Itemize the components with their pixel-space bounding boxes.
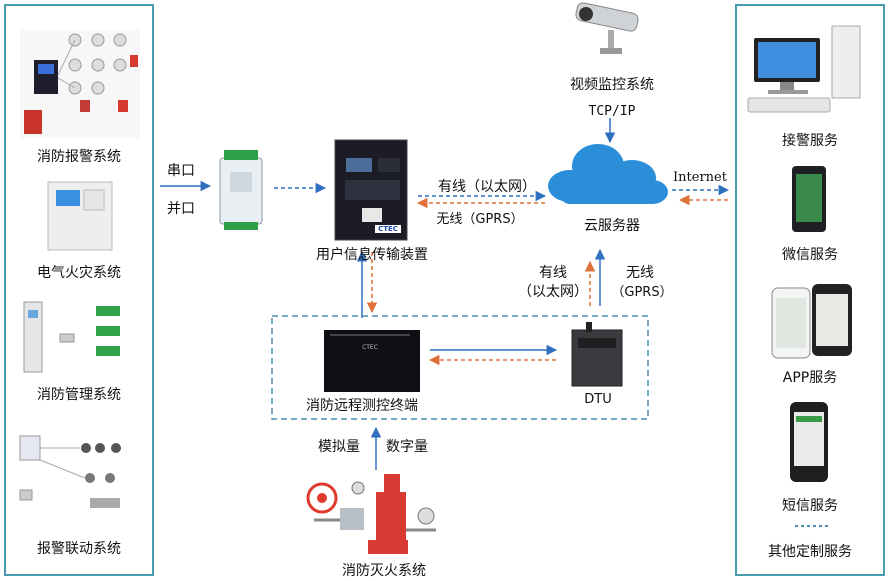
cloud-icon xyxy=(548,144,668,204)
label-fire-extinguish-system: 消防灭火系统 xyxy=(342,563,426,579)
remote-terminal-device xyxy=(324,330,420,392)
label-electrical-fire-system: 电气火灾系统 xyxy=(37,265,121,281)
label-linkage-alarm-system: 报警联动系统 xyxy=(37,541,121,557)
user-info-transmission-device xyxy=(334,139,408,241)
sms-phone-icon xyxy=(790,402,828,482)
label-serial-port: 串口 xyxy=(167,163,195,179)
fire-management-system-illustration xyxy=(23,301,120,373)
electrical-fire-system-illustration xyxy=(47,181,113,251)
label-analog: 模拟量 xyxy=(318,439,360,455)
label-wireless-2-line1: 无线 xyxy=(626,265,654,281)
label-alarm-service: 接警服务 xyxy=(782,133,838,149)
computer-icon xyxy=(747,25,861,113)
label-fire-alarm-system: 消防报警系统 xyxy=(37,149,121,165)
label-cloud-server: 云服务器 xyxy=(584,218,640,234)
label-fire-management-system: 消防管理系统 xyxy=(37,387,121,403)
label-remote-terminal: 消防远程测控终端 xyxy=(306,398,418,414)
label-app-service: APP服务 xyxy=(782,370,838,386)
label-wechat-service: 微信服务 xyxy=(782,247,838,263)
terminal-brand-label: CTEC xyxy=(362,344,378,351)
label-internet: Internet xyxy=(673,170,727,185)
label-tcpip: TCP/IP xyxy=(588,104,636,119)
label-wireless-gprs: 无线（GPRS） xyxy=(436,212,524,227)
label-wired-2-line1: 有线 xyxy=(539,265,567,281)
label-digital: 数字量 xyxy=(386,439,428,455)
serial-converter-device xyxy=(219,150,263,230)
surveillance-camera-icon xyxy=(575,2,639,54)
label-sms-service: 短信服务 xyxy=(782,498,838,514)
label-parallel-port: 并口 xyxy=(167,201,195,217)
label-dtu: DTU xyxy=(584,392,612,407)
label-custom-service: 其他定制服务 xyxy=(768,544,852,560)
label-wired-ethernet: 有线（以太网） xyxy=(438,179,536,195)
label-wireless-2-line2: （GPRS） xyxy=(611,285,673,300)
fire-alarm-system-illustration xyxy=(20,30,140,138)
linkage-alarm-system-illustration xyxy=(19,435,121,508)
label-uitd: 用户信息传输装置 xyxy=(316,247,428,263)
uitd-brand-label: CTEC xyxy=(378,225,398,233)
dtu-device xyxy=(571,322,623,387)
wechat-phone-icon xyxy=(792,166,826,232)
app-phone-icon xyxy=(771,284,852,359)
label-video-surveillance: 视频监控系统 xyxy=(570,77,654,93)
fire-extinguish-system-illustration xyxy=(306,474,436,554)
label-wired-2-line2: （以太网） xyxy=(518,284,588,300)
